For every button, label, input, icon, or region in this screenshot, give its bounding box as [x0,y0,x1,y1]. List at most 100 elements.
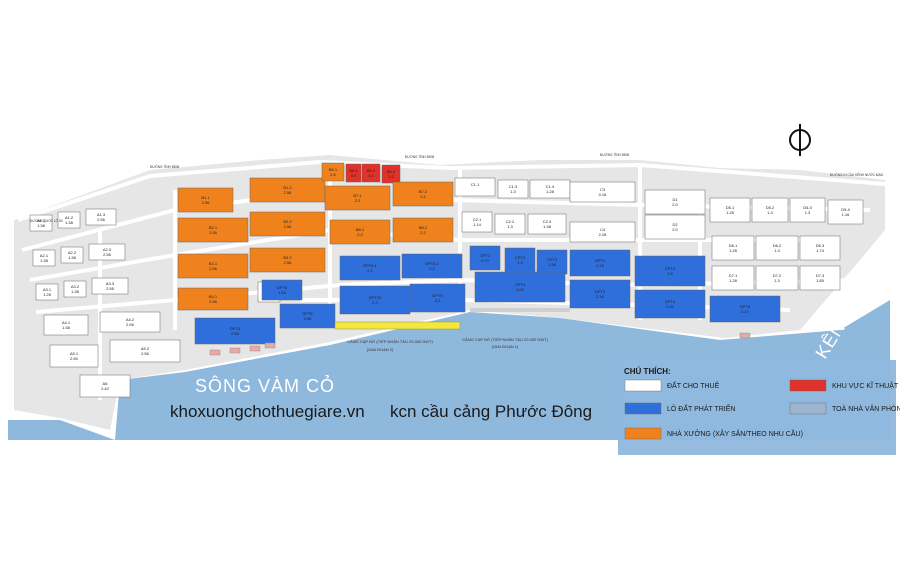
lot-area: 1.28 [43,292,52,297]
lot-shape [497,179,529,199]
lot-a1-3[interactable]: A1.32.56 [85,208,117,226]
lot-b8-1[interactable]: B8.12.2 [329,219,391,245]
lot-shape [85,208,117,226]
lot-a2-1[interactable]: A2.11.38 [32,249,56,267]
lot-a2-2[interactable]: A2.21.38 [60,246,84,264]
lot-b6-2[interactable]: B6.20.6 [345,163,362,183]
lot-b3-2[interactable]: B3.22.56 [249,247,326,273]
lot-dpt8-1[interactable]: DPT8.12.2 [339,255,401,281]
lot-code: DPT5 [277,285,288,290]
lot-d7-2[interactable]: D7.21.3 [755,265,799,291]
lot-a3-2[interactable]: A3.21.38 [63,280,87,298]
lot-a1-1[interactable]: A1.11.38 [29,214,53,232]
lot-shape [29,214,53,232]
lot-c1-3[interactable]: C1.31.3 [497,179,529,199]
lot-shape [345,163,362,183]
lot-c1-4[interactable]: C1.41.28 [529,179,571,199]
lot-c2-3[interactable]: C2.31.38 [527,213,567,235]
road-label: ĐƯỜNG TỈNH 830B [405,154,434,159]
lot-code: D5.2 [766,205,775,210]
lot-d5-2[interactable]: D5.21.3 [751,197,789,223]
lot-shape [88,243,126,261]
lot-b3-1[interactable]: B3.12.56 [177,253,249,279]
lot-d5-1[interactable]: D5.11.28 [709,197,751,223]
lot-a6[interactable]: A62.42 [79,374,131,398]
lot-shape [60,246,84,264]
lot-area: 1.16 [842,212,851,217]
lot-a5-2[interactable]: A5.22.56 [109,339,181,363]
lot-c2-1[interactable]: C2.11.14 [461,211,493,233]
lot-a5-1[interactable]: A5.12.50 [49,344,99,368]
lot-code: B8.1 [356,227,365,232]
lot-shape [755,235,799,261]
lot-d6-1[interactable]: D6.11.28 [711,235,755,261]
lot-d5-4[interactable]: D5.41.16 [827,199,864,225]
lot-d2[interactable]: D22.0 [644,214,706,240]
lot-code: B7.1 [353,193,362,198]
lot-area: 0.16 [599,192,608,197]
lot-c3[interactable]: C30.16 [569,181,636,203]
lot-b4-1[interactable]: B4.12.56 [177,287,249,311]
lot-a3-3[interactable]: A3.32.56 [91,277,129,295]
lot-a2-3[interactable]: A2.32.56 [88,243,126,261]
lot-b6-3[interactable]: B6.30.4 [361,163,381,183]
lot-shape [177,253,249,279]
lot-area: 1.3 [517,260,523,265]
lot-b1-2[interactable]: B1.22.56 [249,177,326,203]
lot-code: D7.2 [773,273,782,278]
lot-code: DPT10 [369,295,382,300]
lot-area: 2.56 [231,331,240,336]
lot-b6-4[interactable]: B6.41.2 [381,164,401,184]
lot-d1[interactable]: D12.0 [644,189,706,215]
lot-area: 0.6 [351,173,357,178]
lot-c1-1[interactable]: C1.1 [454,177,496,197]
lot-a4-1[interactable]: A4.11.38 [43,314,89,336]
office-buildings [209,332,751,356]
legend-item: ĐẤT CHO THUÊ [624,379,720,392]
lot-b8-2[interactable]: B8.22.2 [392,217,454,243]
lot-shape [279,303,336,329]
lot-d6-3[interactable]: D6.31.74 [799,235,841,261]
lot-area: 1.3 [805,210,811,215]
lot-b6-1[interactable]: B6.12.6 [321,162,345,182]
lot-a1-2[interactable]: A1.21.38 [57,211,81,229]
lot-d5-3[interactable]: D5.31.3 [789,197,826,223]
lot-a4-2[interactable]: A4.22.56 [99,311,161,333]
lot-b2-1[interactable]: B2.12.56 [177,217,249,243]
lot-c4[interactable]: C42.28 [569,221,636,243]
lot-d7-3[interactable]: D7.31.85 [799,265,841,291]
lot-code: A2.1 [40,253,49,258]
lot-b2-2[interactable]: B2.22.56 [249,211,326,237]
lot-shape [392,217,454,243]
lot-code: B4.1 [209,294,218,299]
lot-b1-1[interactable]: B1.12.56 [177,187,234,213]
lot-b7-2[interactable]: B7.22.2 [392,181,454,207]
lot-code: DPT2 [665,266,676,271]
lot-dpt8-2[interactable]: DPT8.22.2 [401,253,463,279]
lot-area: 1.28 [546,189,555,194]
lot-b7-1[interactable]: B7.12.2 [324,185,391,211]
lot-code: C4 [600,227,606,232]
lot-area: 2.56 [284,224,293,229]
lot-shape [339,285,411,315]
lot-c2-2[interactable]: C2.21.3 [494,213,526,235]
lot-d6-2[interactable]: D6.21.3 [755,235,799,261]
lot-area: 2.0 [672,202,678,207]
lot-a3-1[interactable]: A3.11.28 [35,283,59,301]
lot-d7-1[interactable]: D7.11.28 [711,265,755,291]
lot-shape [644,214,706,240]
